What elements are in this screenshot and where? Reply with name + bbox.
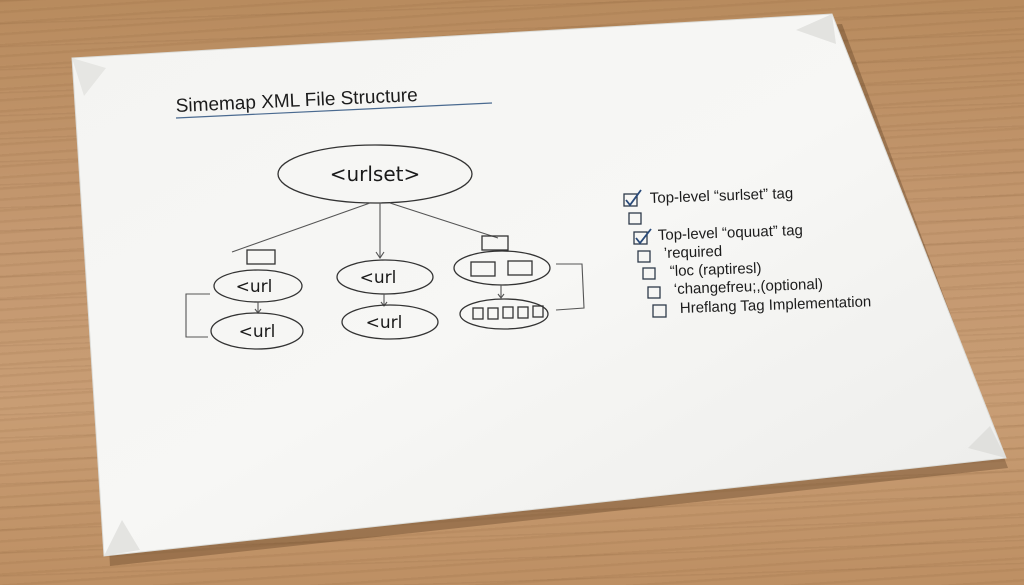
url-node-label: <url (239, 322, 276, 342)
connector-line (231, 202, 371, 253)
checkbox[interactable] (647, 286, 661, 299)
grouped-node (453, 250, 551, 286)
url-node (210, 312, 304, 350)
sitemap-diagram: <urlset> <url <url <url <url (185, 144, 585, 350)
checkbox[interactable] (642, 267, 656, 280)
small-box (470, 261, 496, 277)
urlset-root-node (277, 144, 473, 204)
small-box (532, 305, 544, 318)
check-icon (625, 189, 642, 207)
arrow-head (380, 301, 388, 307)
checkbox[interactable] (633, 231, 648, 245)
checklist: Top-level “surlset” tag Top-level “oquua… (623, 185, 872, 318)
small-box (507, 260, 533, 276)
arrow-head (497, 293, 505, 299)
title-underline (175, 102, 493, 119)
small-box (517, 306, 529, 319)
paper-sheet (71, 13, 1007, 557)
bracket-line (185, 293, 210, 338)
small-box (246, 249, 276, 265)
url-node-label: <url (360, 268, 397, 288)
small-box (481, 235, 509, 251)
checklist-label: Top-level “oquuat” tag (658, 222, 804, 244)
checkbox[interactable] (637, 250, 651, 263)
url-node-label: <url (236, 277, 273, 297)
checkbox[interactable] (623, 193, 638, 207)
small-box (502, 306, 514, 319)
small-box (472, 307, 484, 320)
check-icon (635, 228, 652, 245)
checklist-label: Top-level “surlset” tag (650, 185, 794, 207)
checklist-label: ’required (664, 243, 723, 262)
checklist-label: ‘changefreu;,(optional) (674, 276, 824, 298)
urlset-root-label: <urlset> (330, 162, 421, 186)
connector-line (389, 202, 499, 239)
checklist-label: Hreflang Tag Implementation (680, 293, 872, 317)
checklist-label: “loc (raptiresl) (670, 260, 762, 280)
checkbox[interactable] (628, 212, 642, 225)
arrow-head (375, 251, 385, 259)
grouped-node (459, 298, 549, 330)
url-node-label: <url (366, 313, 403, 333)
bracket-line (555, 263, 585, 311)
checkbox[interactable] (652, 304, 667, 318)
url-node (336, 259, 434, 295)
url-node (341, 304, 439, 340)
small-box (487, 307, 499, 320)
